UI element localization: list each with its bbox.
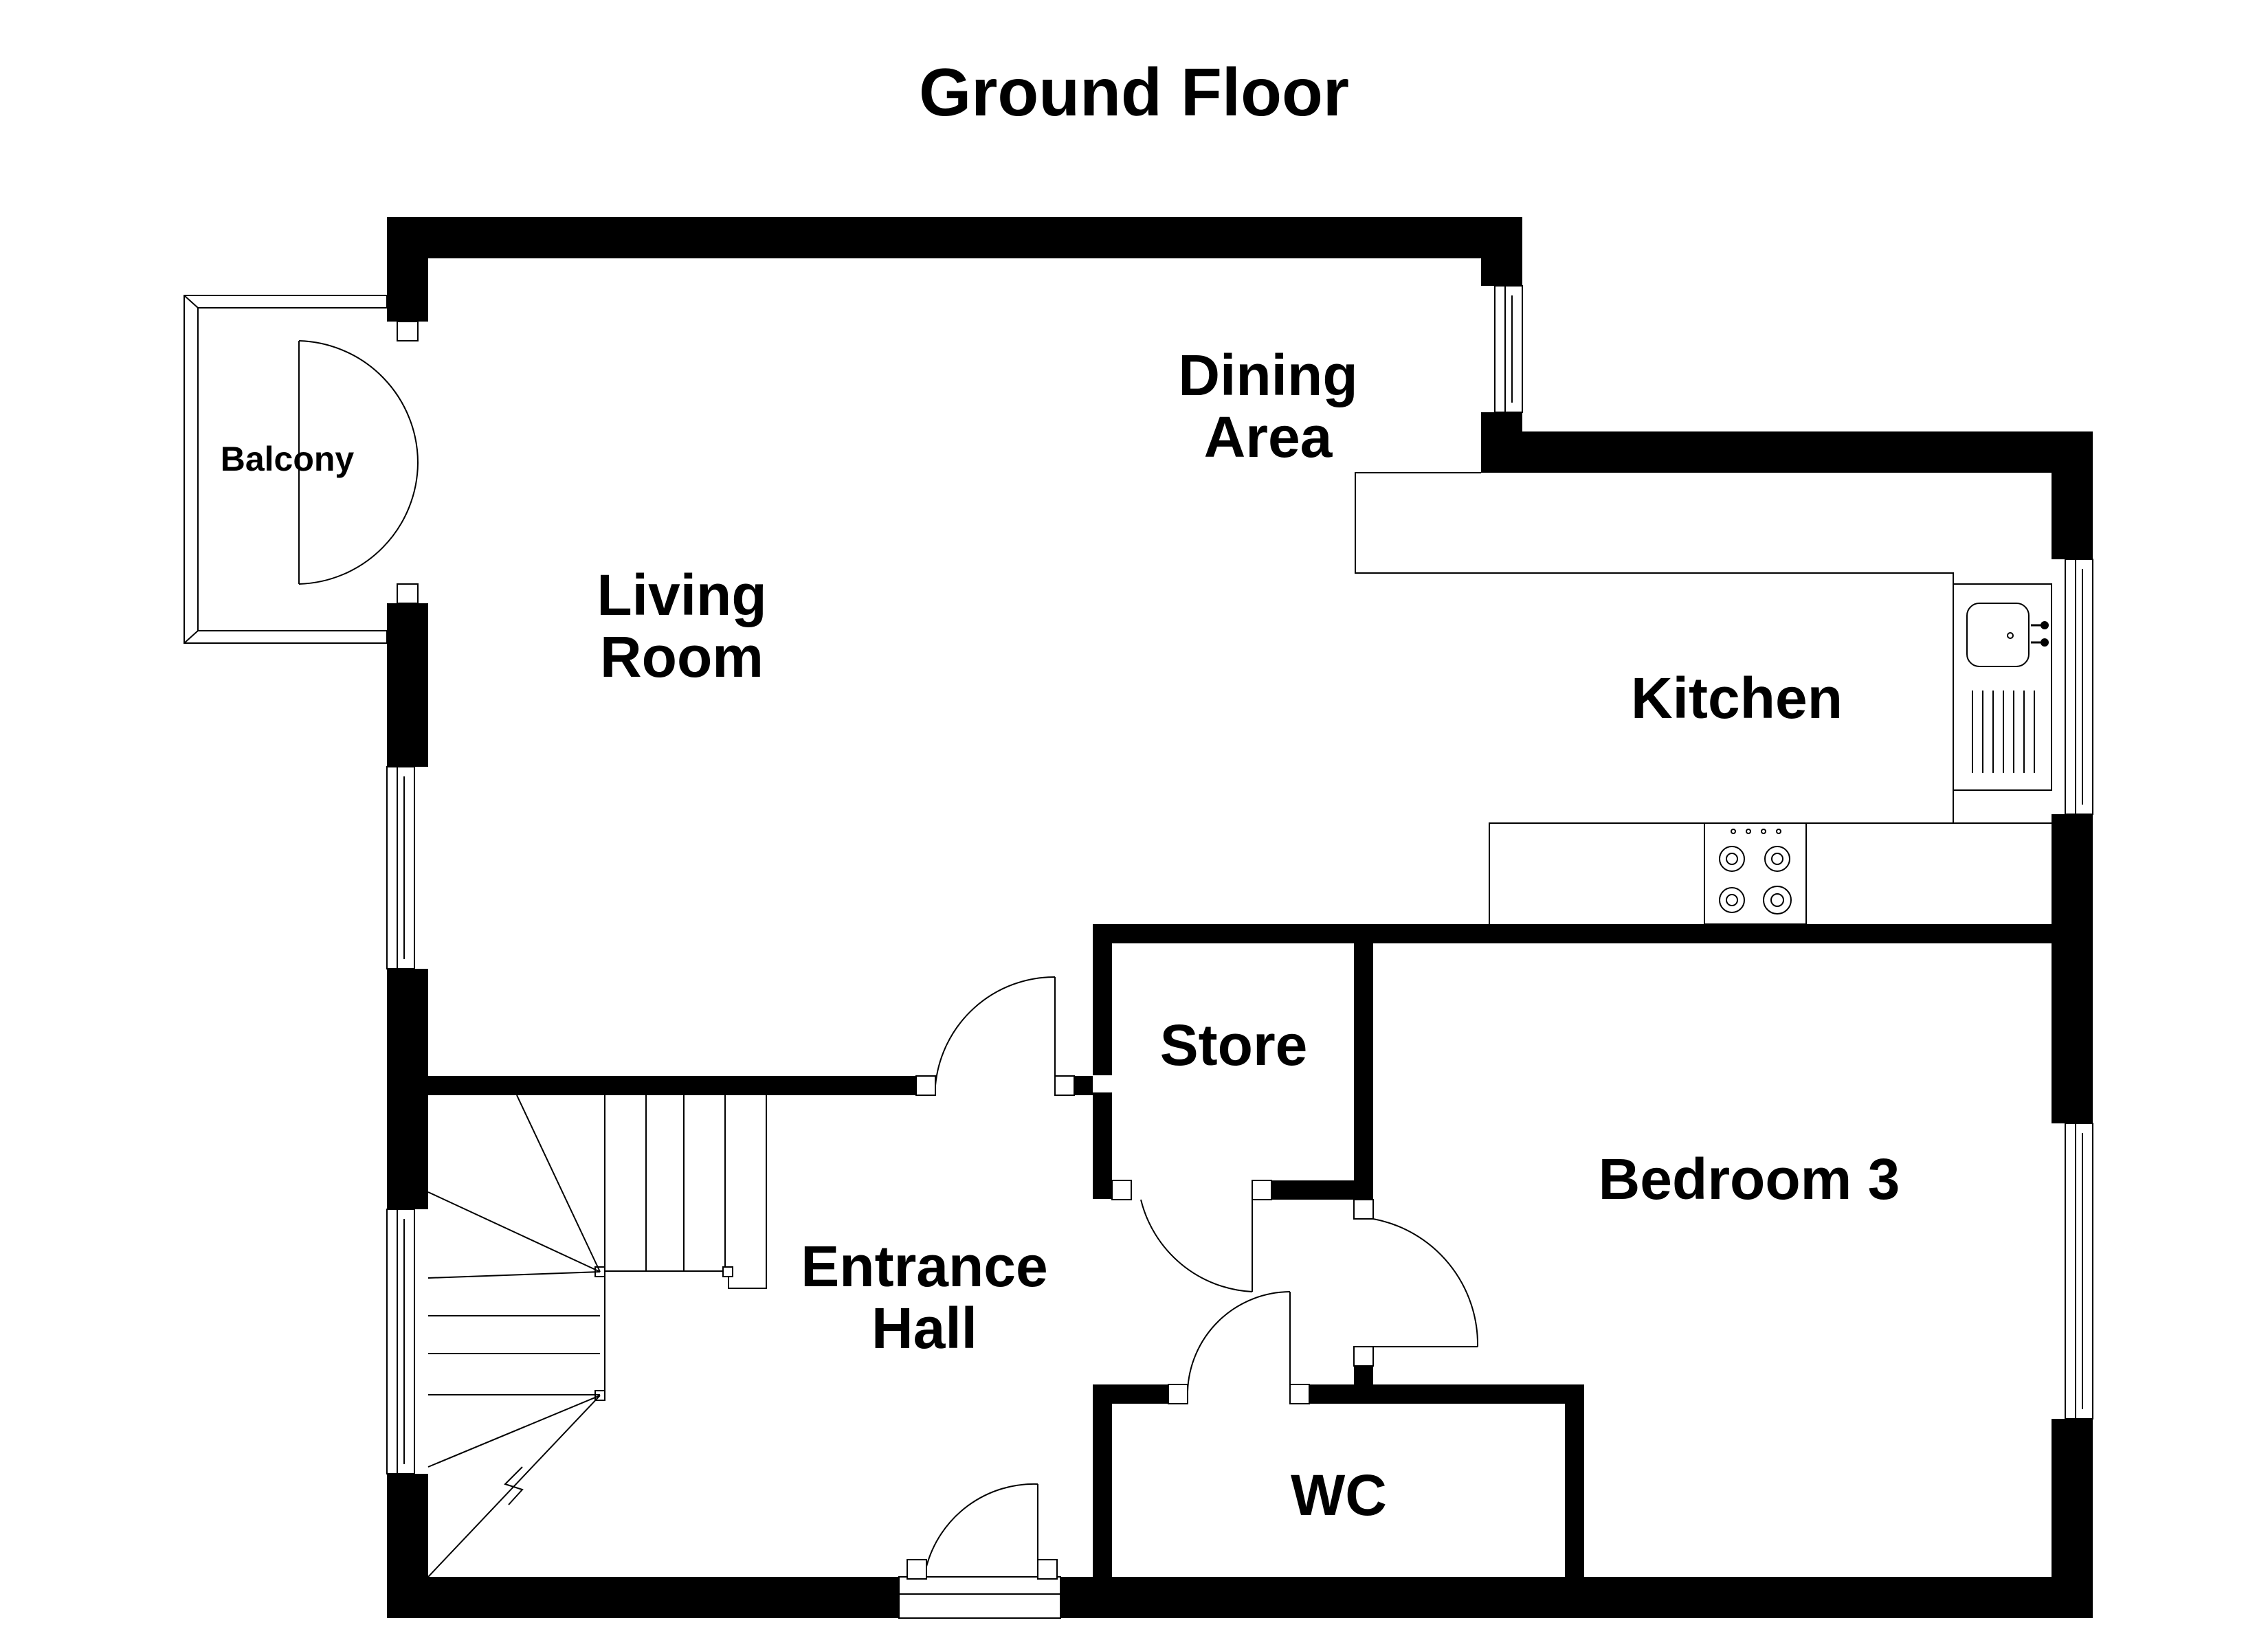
sink-bowl: [1966, 603, 2030, 667]
dining-area-label-line1: Dining: [1178, 343, 1357, 407]
front-door: [898, 1483, 1061, 1619]
balcony-double-door: [298, 321, 419, 604]
exterior-walls: [387, 217, 2093, 1618]
store-label: Store: [1160, 1013, 1308, 1077]
living-room-door: [915, 976, 1093, 1096]
bedroom-3-label: Bedroom 3: [1599, 1147, 1900, 1211]
bedroom-door: [1353, 1199, 1479, 1367]
kitchen-units: [1355, 472, 2052, 925]
floor-title: Ground Floor: [919, 54, 1349, 130]
living-room-label-line2: Room: [600, 625, 764, 689]
store-door: [1111, 1180, 1272, 1292]
staircase: [427, 1095, 767, 1578]
living-room-label-line1: Living: [597, 563, 766, 627]
dining-area-label-line2: Area: [1204, 405, 1333, 469]
entrance-hall-label-line1: Entrance: [801, 1234, 1047, 1299]
hob: [1704, 822, 1807, 925]
windows: [386, 285, 2093, 1474]
room-labels: Dining Area Living Room Kitchen Store Be…: [597, 343, 1900, 1527]
wc-label: WC: [1291, 1463, 1387, 1527]
balcony-label: Balcony: [221, 440, 355, 478]
wc-door: [1168, 1291, 1310, 1404]
entrance-hall-label-line2: Hall: [871, 1296, 977, 1360]
balcony: Balcony: [184, 295, 388, 644]
kitchen-label: Kitchen: [1631, 666, 1843, 730]
interior-walls: [428, 924, 2093, 1577]
